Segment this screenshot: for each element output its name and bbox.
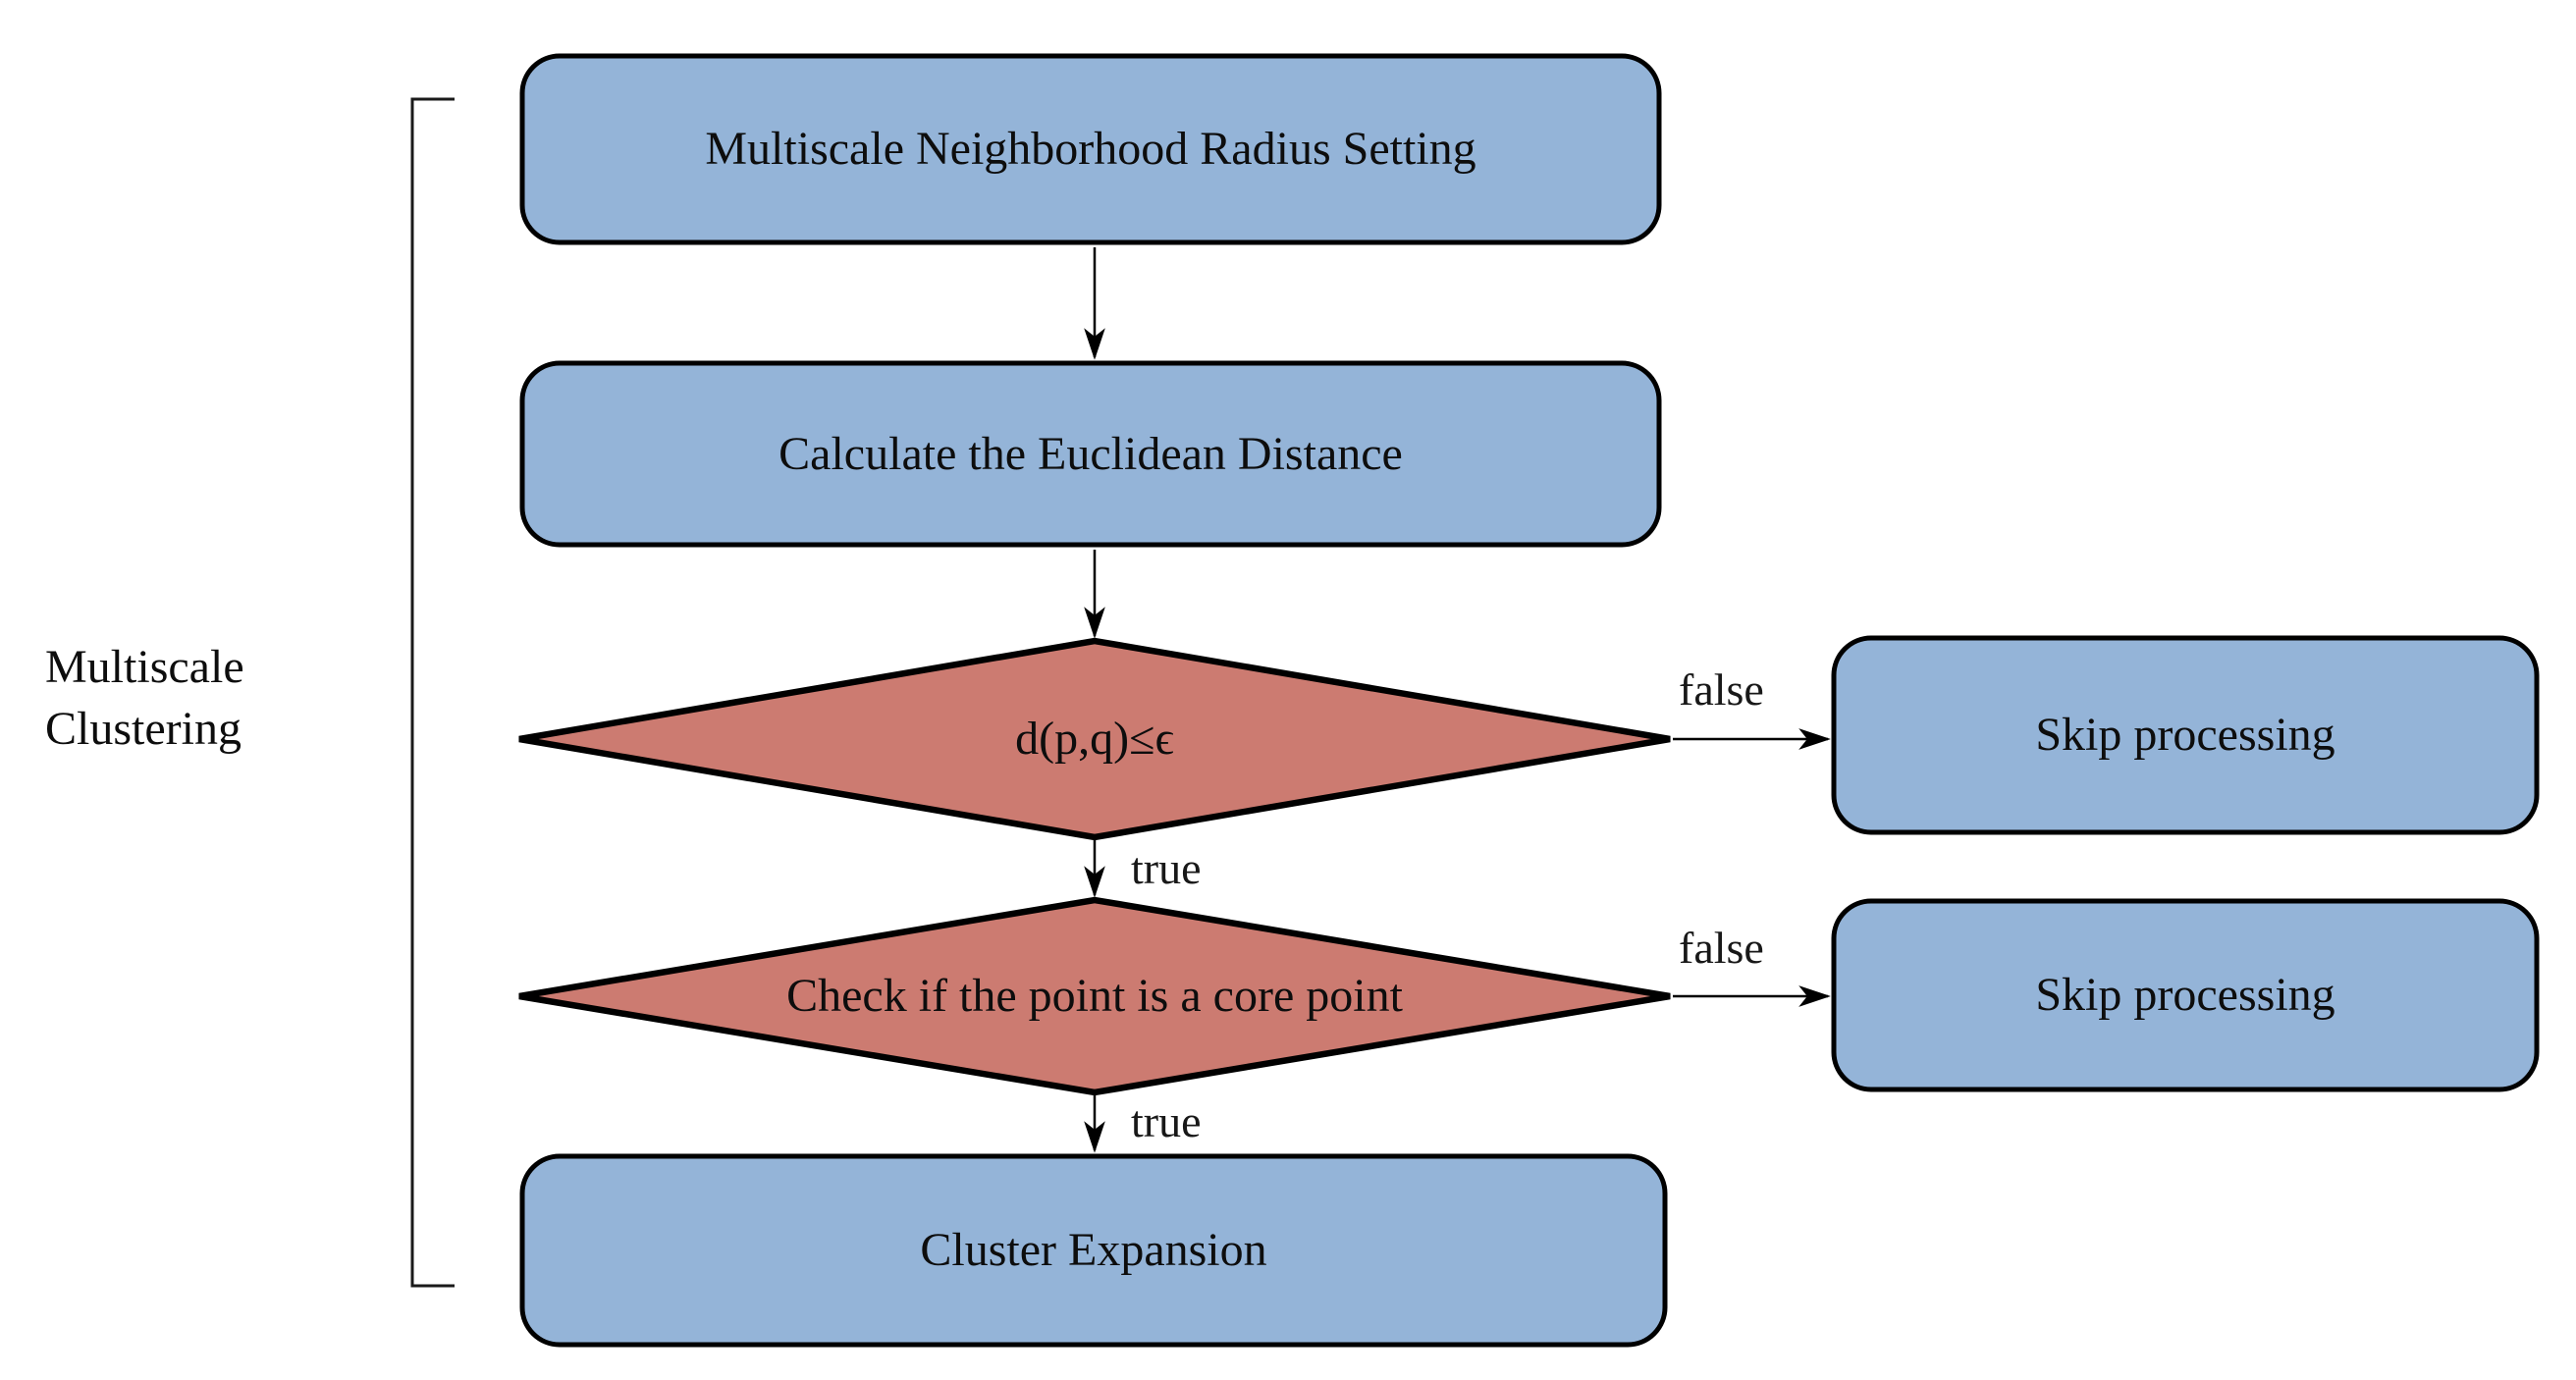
decision-diamond-core-point-check xyxy=(518,896,1671,1096)
group-label-line-1: Multiscale xyxy=(45,641,244,693)
process-box-skip-processing-2 xyxy=(1831,898,2540,1092)
process-box-radius-setting xyxy=(519,53,1662,245)
decision-diamond-distance-check xyxy=(518,637,1671,841)
process-box-cluster-expansion xyxy=(519,1153,1668,1348)
group-label-multiscale-clustering: Multiscale Clustering xyxy=(45,636,244,761)
multiscale-clustering-bracket xyxy=(410,97,455,1288)
process-box-euclidean-distance xyxy=(519,360,1662,548)
group-label-line-2: Clustering xyxy=(45,703,242,756)
process-box-skip-processing-1 xyxy=(1831,635,2540,835)
